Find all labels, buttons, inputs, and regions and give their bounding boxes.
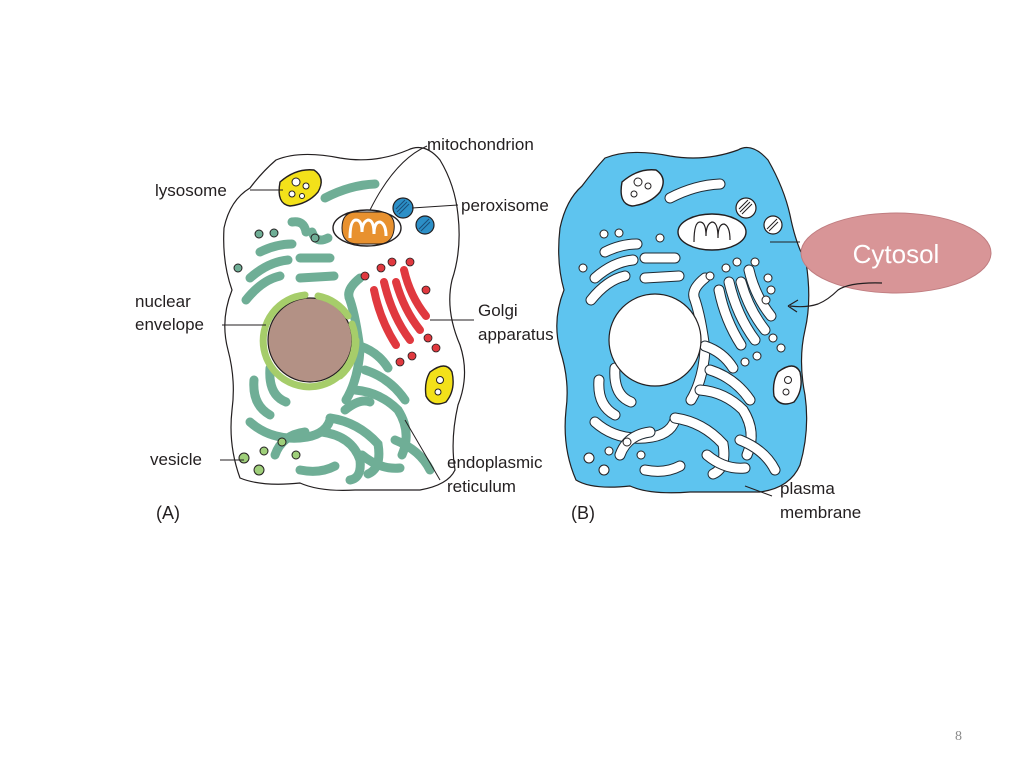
vesicles-a <box>233 228 320 476</box>
label-golgi: Golgi <box>478 301 518 320</box>
cell-b: plasma membrane (B) <box>556 147 861 523</box>
label-vesicle: vesicle <box>150 450 202 469</box>
cytosol-label: Cytosol <box>853 239 940 269</box>
panel-label-b: (B) <box>571 503 595 523</box>
golgi-vesicles-a <box>360 257 441 367</box>
page-number: 8 <box>955 729 962 744</box>
label-reticulum: reticulum <box>447 477 516 496</box>
label-envelope: envelope <box>135 315 204 334</box>
label-peroxisome: peroxisome <box>461 196 549 215</box>
label-nuclear: nuclear <box>135 292 191 311</box>
peroxisome-a <box>392 197 435 235</box>
label-plasma: plasma <box>780 479 835 498</box>
panel-label-a: (A) <box>156 503 180 523</box>
nucleus-a <box>259 291 360 391</box>
golgi-a <box>370 266 430 349</box>
leader-plasma-membrane <box>744 485 773 497</box>
label-lysosome: lysosome <box>155 181 227 200</box>
vesicles-b <box>578 228 786 476</box>
er-b <box>585 178 781 480</box>
cell-a: mitochondrion lysosome peroxisome nuclea… <box>135 135 554 523</box>
mitochondrion-b <box>677 213 747 251</box>
label-endoplasmic: endoplasmic <box>447 453 543 472</box>
peroxisome-b <box>735 197 783 235</box>
cytosol-callout: Cytosol <box>800 212 992 294</box>
leader-lines-a <box>220 145 474 481</box>
label-apparatus: apparatus <box>478 325 554 344</box>
cytosol-arrow <box>787 282 883 313</box>
label-mitochondrion: mitochondrion <box>427 135 534 154</box>
lysosome-b <box>620 169 664 207</box>
lysosome-a-2 <box>424 365 454 405</box>
label-membrane: membrane <box>780 503 861 522</box>
mitochondrion-a <box>332 209 402 247</box>
nucleus-b <box>608 293 702 387</box>
lysosome-a <box>278 169 322 207</box>
lysosome-b-2 <box>772 365 802 405</box>
er-a <box>241 179 435 485</box>
